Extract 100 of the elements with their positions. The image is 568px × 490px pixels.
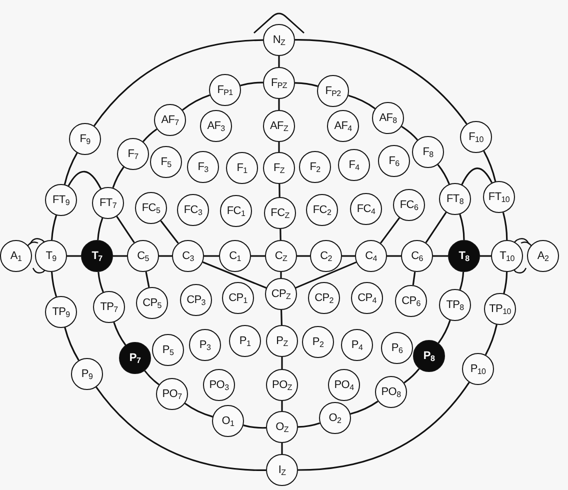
connector-line (93, 39, 264, 126)
electrode-circle (263, 152, 295, 184)
electrode-circle (263, 24, 295, 56)
connector-line (116, 216, 135, 244)
electrode-circle (156, 378, 188, 410)
electrode-label: FC$_{2}$ (312, 204, 332, 216)
electrode-circle (35, 240, 67, 272)
electrode-label: T$_{10}$ (500, 250, 514, 262)
electrode-circle (266, 325, 298, 357)
electrode-circle (484, 293, 516, 325)
connector-line (97, 218, 104, 240)
electrode-circle (448, 240, 480, 272)
connector-line (459, 214, 465, 240)
electrode-label: C$_{5}$ (137, 250, 149, 262)
connector-line (142, 128, 158, 142)
electrode-label: P$_{10}$ (470, 364, 486, 374)
connector-line (64, 152, 78, 185)
electrode-circle (310, 240, 342, 272)
electrode-label: PO$_{Z}$ (272, 380, 292, 390)
electrode-circle (81, 240, 113, 272)
electrode-label: CP$_{2}$ (314, 292, 334, 304)
electrode-label: P$_{5}$ (162, 344, 174, 356)
electrode-label: F$_{2}$ (310, 162, 320, 172)
connector-line (404, 368, 420, 384)
electrode-circle (265, 278, 297, 310)
connector-line (425, 212, 447, 244)
connector-line (294, 39, 468, 124)
electrode-circle (92, 187, 124, 219)
connector-line (298, 422, 320, 428)
connector-line (484, 324, 498, 356)
connector-line (295, 261, 357, 289)
electrode-label: N$_{Z}$ (272, 34, 286, 46)
electrode-label: C$_{2}$ (320, 250, 332, 262)
connector-line (98, 272, 104, 292)
connector-line (433, 255, 448, 257)
electrode-circle (119, 342, 151, 374)
electrode-label: FT$_{9}$ (52, 194, 70, 206)
connector-line (278, 99, 280, 110)
connector-line (67, 255, 81, 257)
electrode-circle (266, 454, 298, 486)
connector-line (437, 164, 450, 184)
electrode-label: CP$_{Z}$ (271, 288, 291, 300)
electrode-circle (527, 240, 559, 272)
electrode-circle (200, 110, 232, 142)
electrode-label: TP$_{7}$ (100, 302, 118, 312)
electrode-label: FT$_{10}$ (488, 192, 510, 202)
connector-line (350, 400, 378, 415)
electrode-label: CP$_{5}$ (142, 298, 162, 308)
connector-line (51, 215, 58, 240)
electrode-circle (263, 110, 295, 142)
electrode-label: AF$_{7}$ (161, 114, 179, 126)
electrode-circle (187, 151, 219, 183)
connector-line (159, 255, 172, 257)
connector-line (461, 168, 492, 185)
connector-line (112, 166, 124, 188)
connector-line (160, 220, 179, 244)
electrode-circle (412, 136, 444, 168)
connector-line (281, 401, 283, 411)
electrode-label: AF$_{8}$ (379, 112, 397, 124)
electrode-circle (203, 369, 235, 401)
electrode-circle (117, 138, 149, 170)
electrode-circle (338, 149, 370, 181)
electrode-label: T$_{8}$ (458, 250, 470, 262)
electrode-label: F$_{10}$ (468, 132, 484, 142)
electrode-label: CP$_{1}$ (228, 292, 248, 304)
electrode-label: CP$_{3}$ (186, 294, 206, 306)
electrode-label: CP$_{6}$ (402, 296, 420, 306)
connector-line (348, 94, 376, 110)
electrode-label: I$_{Z}$ (278, 464, 286, 476)
electrode-circle (226, 152, 258, 184)
electrode-label: T$_{9}$ (46, 250, 56, 262)
electrode-circle (462, 353, 494, 385)
electrode-label: P$_{3}$ (199, 340, 211, 350)
electrode-label: FC$_{1}$ (226, 206, 246, 216)
connector-line (480, 255, 491, 257)
electrode-label: F$_{PZ}$ (270, 78, 288, 88)
connector-line (503, 272, 508, 294)
electrode-circle (401, 240, 433, 272)
electrode-label: CP$_{4}$ (358, 292, 376, 304)
connector-line (278, 142, 280, 152)
electrode-circle (135, 192, 167, 224)
electrode-circle (372, 102, 404, 134)
electrode-circle (375, 376, 407, 408)
connector-line (380, 217, 400, 244)
electrode-circle (150, 146, 182, 178)
electrode-label: F$_{5}$ (160, 156, 172, 168)
electrode-label: AF$_{4}$ (334, 120, 352, 132)
connector-line (298, 382, 470, 471)
connector-line (68, 170, 102, 190)
electrode-label: PO$_{4}$ (334, 380, 354, 390)
electrode-circle (69, 123, 101, 155)
connector-line (145, 272, 150, 288)
electrode-label: P$_{9}$ (81, 368, 93, 380)
electrode-label: P$_{6}$ (391, 342, 403, 354)
connector-line (387, 255, 401, 257)
connector-line (243, 424, 266, 429)
connector-line (281, 357, 283, 369)
electrode-circle (378, 145, 410, 177)
electrode-circle (180, 284, 212, 316)
electrode-circle (71, 358, 103, 390)
